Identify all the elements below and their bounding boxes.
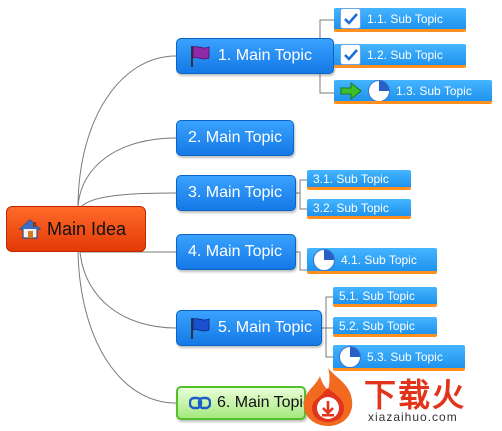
- sub-topic-label: 1.3. Sub Topic: [396, 83, 472, 98]
- sub-topic-label: 5.1. Sub Topic: [339, 288, 415, 303]
- main-topic-5[interactable]: 5. Main Topic: [176, 310, 322, 346]
- sub-topic-1-1[interactable]: 1.1. Sub Topic: [334, 8, 466, 32]
- watermark: 下载火 xiazaihuo.com: [298, 366, 502, 431]
- sub-topic-5-2[interactable]: 5.2. Sub Topic: [333, 317, 437, 337]
- sub-topic-label: 3.2. Sub Topic: [313, 200, 389, 215]
- flame-logo-icon: [303, 368, 353, 426]
- main-topic-5-label: 5. Main Topic: [218, 319, 312, 336]
- main-topic-1[interactable]: 1. Main Topic: [176, 38, 334, 74]
- sub-topic-1-3[interactable]: 1.3. Sub Topic: [334, 80, 492, 104]
- main-idea-node[interactable]: Main Idea: [6, 206, 146, 252]
- sub-topic-label: 1.2. Sub Topic: [367, 47, 443, 62]
- house-icon: [19, 218, 41, 240]
- sub-topic-5-1[interactable]: 5.1. Sub Topic: [333, 287, 437, 307]
- checkbox-checked-icon: [340, 8, 361, 29]
- sub-topic-label: 1.1. Sub Topic: [367, 11, 443, 26]
- blue-flag-icon: [188, 316, 212, 340]
- sub-topic-label: 4.1. Sub Topic: [341, 252, 417, 267]
- main-topic-2[interactable]: 2. Main Topic: [176, 120, 294, 156]
- main-topic-6-label: 6. Main Topic: [217, 394, 306, 411]
- sub-topic-4-1[interactable]: 4.1. Sub Topic: [307, 248, 437, 274]
- main-topic-3[interactable]: 3. Main Topic: [176, 175, 296, 211]
- main-topic-4[interactable]: 4. Main Topic: [176, 234, 296, 270]
- link-icon: [189, 395, 211, 411]
- purple-flag-icon: [188, 44, 212, 68]
- progress-pie-icon: [368, 80, 390, 101]
- green-arrow-icon: [340, 81, 362, 101]
- sub-topic-1-2[interactable]: 1.2. Sub Topic: [334, 44, 466, 68]
- watermark-text: 下载火: [364, 377, 467, 413]
- progress-pie-icon: [313, 248, 335, 271]
- sub-topic-label: 5.3. Sub Topic: [367, 349, 443, 364]
- main-topic-3-label: 3. Main Topic: [188, 184, 282, 201]
- main-topic-6[interactable]: 6. Main Topic: [176, 386, 306, 420]
- sub-topic-label: 3.1. Sub Topic: [313, 171, 389, 186]
- progress-pie-icon: [339, 345, 361, 368]
- checkbox-checked-icon: [340, 44, 361, 65]
- sub-topic-3-2[interactable]: 3.2. Sub Topic: [307, 199, 411, 219]
- main-topic-1-label: 1. Main Topic: [218, 47, 312, 64]
- main-topic-4-label: 4. Main Topic: [188, 243, 282, 260]
- main-idea-label: Main Idea: [47, 218, 127, 239]
- watermark-url: xiazaihuo.com: [368, 410, 458, 424]
- sub-topic-3-1[interactable]: 3.1. Sub Topic: [307, 170, 411, 190]
- sub-topic-label: 5.2. Sub Topic: [339, 318, 415, 333]
- main-topic-2-label: 2. Main Topic: [188, 129, 282, 146]
- sub-topic-5-3[interactable]: 5.3. Sub Topic: [333, 345, 465, 371]
